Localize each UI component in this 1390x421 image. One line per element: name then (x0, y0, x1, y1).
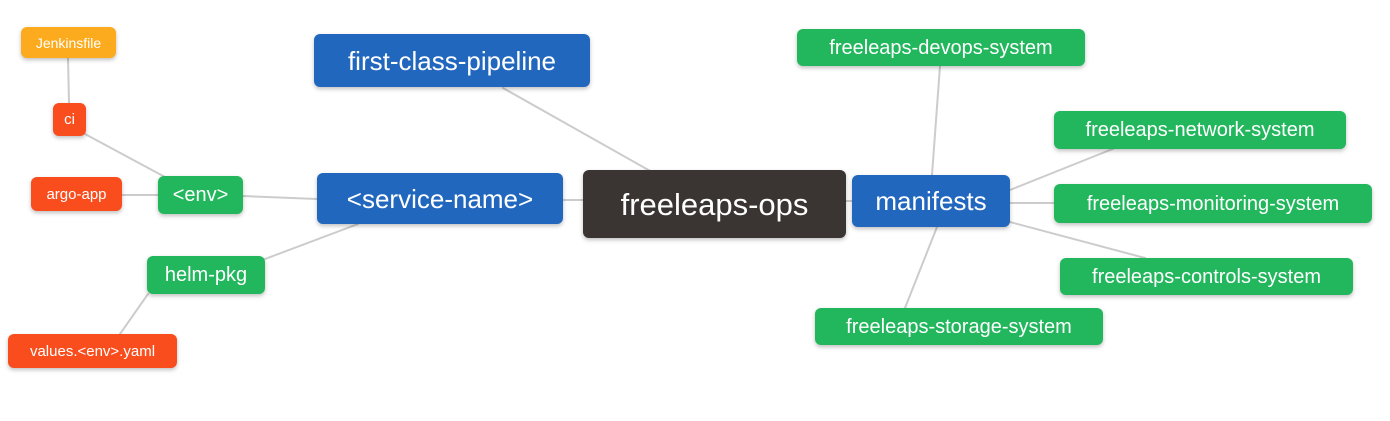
edge-ci-env (84, 133, 166, 178)
node-freeleaps-monitoring-system[interactable]: freeleaps-monitoring-system (1054, 184, 1372, 223)
edge-manifests-devops (931, 65, 941, 176)
node-freeleaps-network-system[interactable]: freeleaps-network-system (1054, 111, 1346, 149)
node-freeleaps-devops-system[interactable]: freeleaps-devops-system (797, 29, 1085, 66)
node-values-env-yaml[interactable]: values.<env>.yaml (8, 334, 177, 368)
node-helm-pkg[interactable]: helm-pkg (147, 256, 265, 294)
node-service-name[interactable]: <service-name> (317, 173, 563, 224)
node-ci[interactable]: ci (53, 103, 86, 136)
edge-env-service-name (242, 195, 318, 200)
node-freeleaps-storage-system[interactable]: freeleaps-storage-system (815, 308, 1103, 345)
edge-helm-pkg-service-name (264, 223, 359, 260)
node-freeleaps-ops-root[interactable]: freeleaps-ops (583, 170, 846, 238)
node-env[interactable]: <env> (158, 176, 243, 214)
edge-manifests-storage (904, 226, 938, 309)
node-freeleaps-controls-system[interactable]: freeleaps-controls-system (1060, 258, 1353, 295)
edge-jenkinsfile-ci (67, 57, 70, 104)
node-manifests[interactable]: manifests (852, 175, 1010, 227)
node-first-class-pipeline[interactable]: first-class-pipeline (314, 34, 590, 87)
edge-values-helm-pkg (119, 293, 149, 335)
edge-pipeline-root (502, 87, 653, 173)
node-argo-app[interactable]: argo-app (31, 177, 122, 211)
edge-manifests-network (1009, 147, 1116, 191)
edge-manifests-controls (1009, 221, 1146, 259)
node-jenkinsfile[interactable]: Jenkinsfile (21, 27, 116, 58)
